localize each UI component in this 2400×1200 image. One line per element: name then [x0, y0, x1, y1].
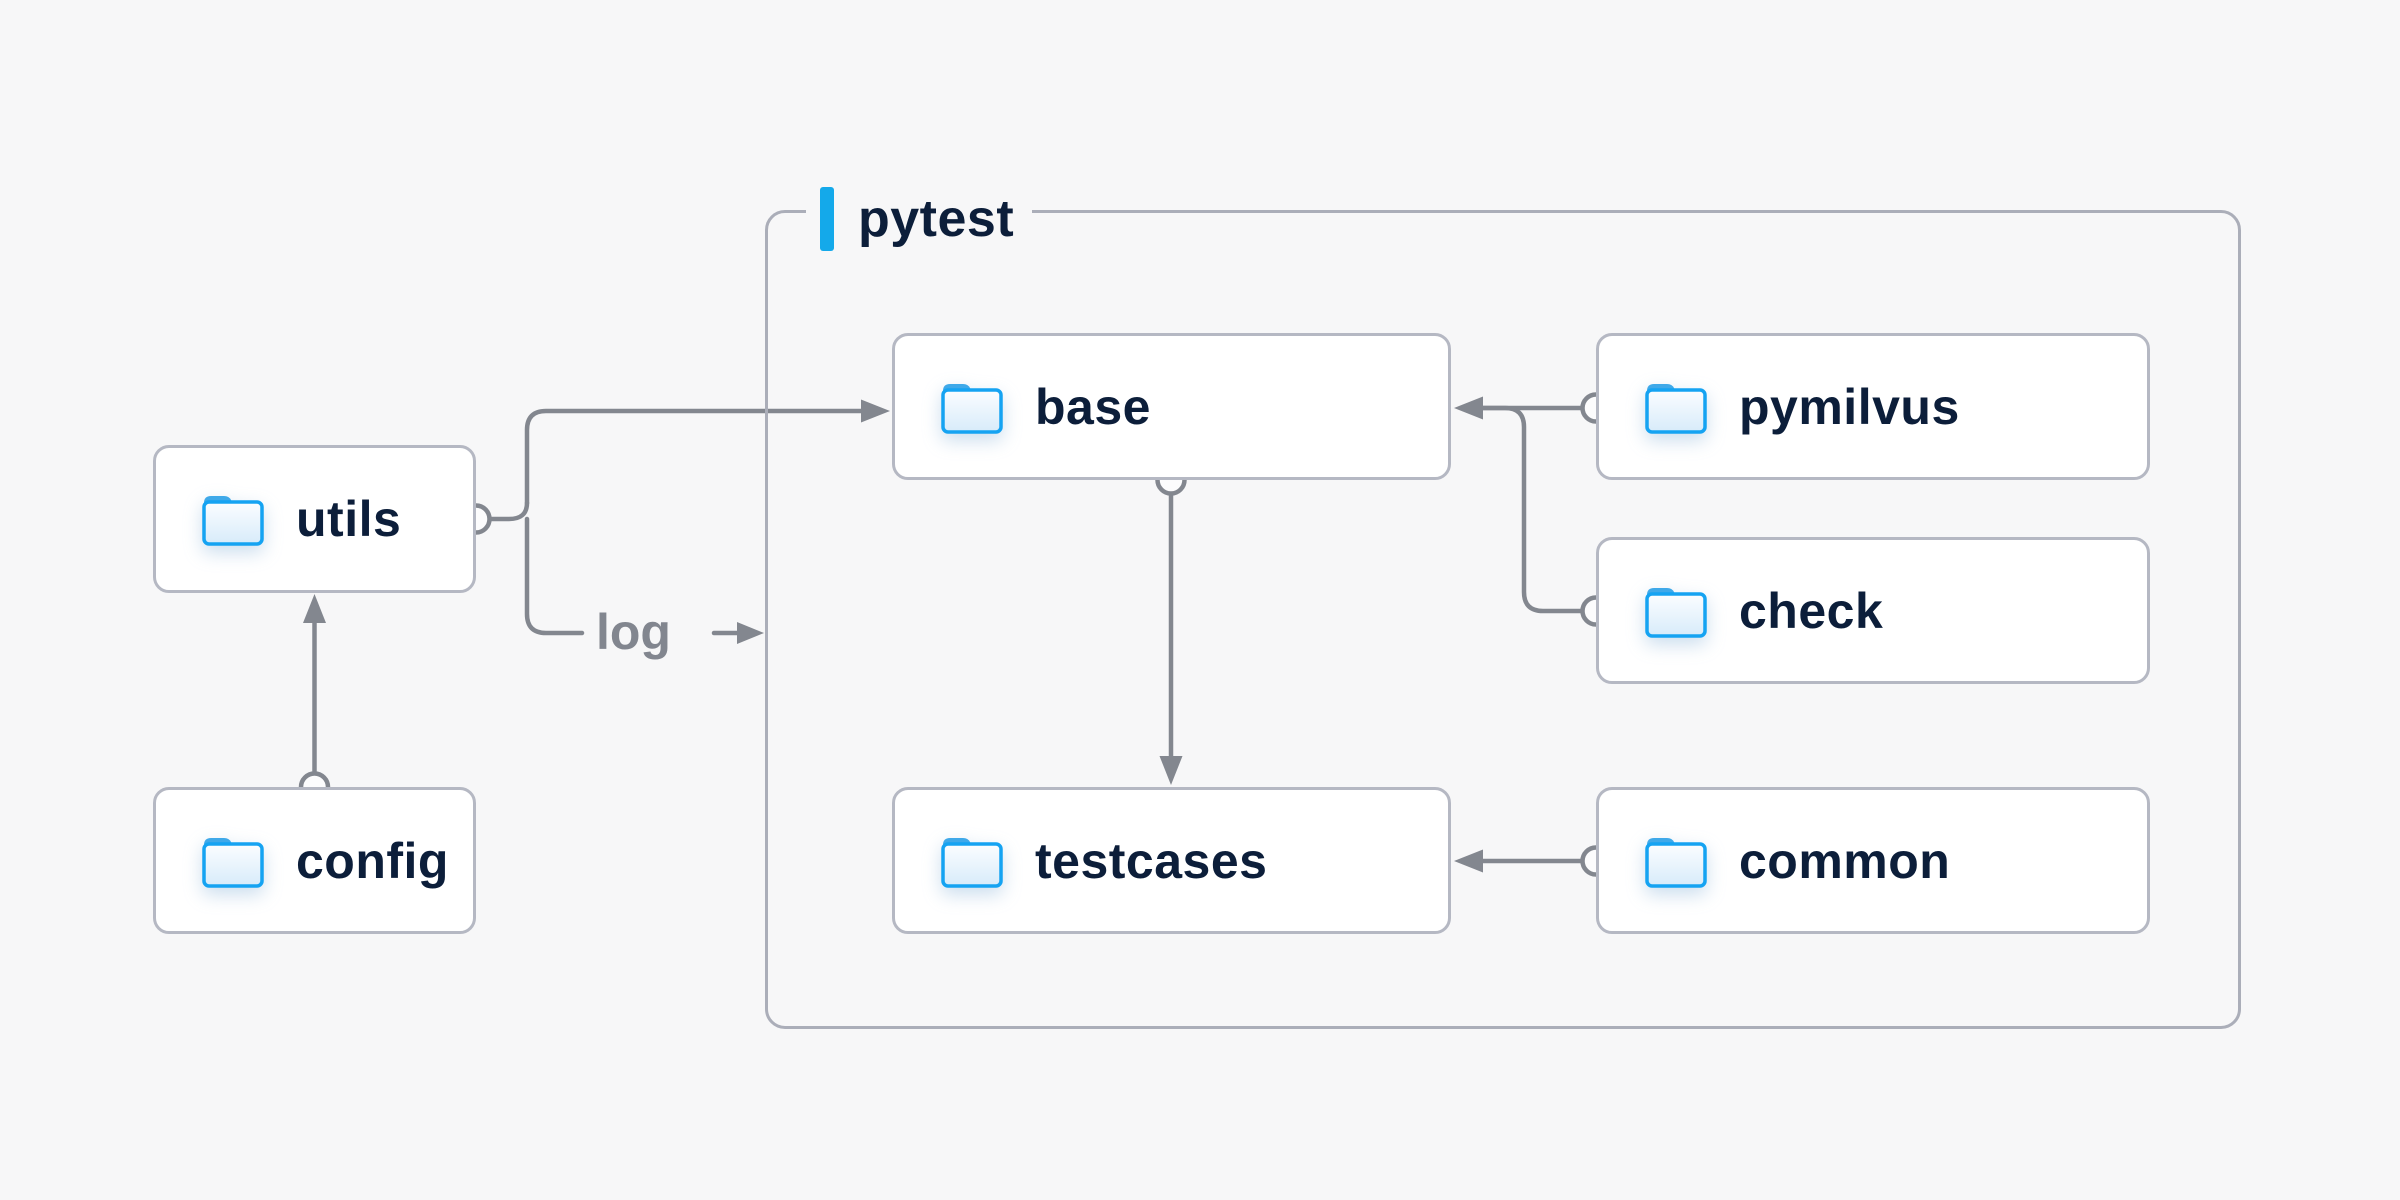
arrowhead-into-base-right [1454, 396, 1483, 420]
edge-label-log: log [596, 604, 671, 660]
node-label: base [1035, 378, 1151, 435]
node-label: testcases [1035, 832, 1268, 889]
node-utils: utils [153, 445, 476, 593]
folder-icon [202, 496, 264, 546]
arrowhead-into-base-left [861, 399, 890, 423]
group-title: pytest [858, 190, 1015, 248]
node-testcases: testcases [892, 787, 1451, 934]
node-label: check [1739, 582, 1884, 639]
edge-utils-stem [487, 500, 530, 522]
node-label: common [1739, 832, 1951, 889]
folder-icon [941, 837, 1003, 888]
node-common: common [1596, 787, 2150, 934]
node-pymilvus: pymilvus [1596, 333, 2150, 480]
group-pytest [765, 210, 2241, 1029]
edge-utils-base [524, 408, 867, 506]
arrowhead-into-testcases-right [1454, 849, 1483, 873]
edge-utils-log [524, 516, 585, 636]
folder-icon [1645, 587, 1707, 638]
folder-icon [202, 837, 264, 888]
edge-check-base [1479, 405, 1585, 614]
arrowhead-into-testcases-top [1159, 756, 1183, 785]
node-config: config [153, 787, 476, 934]
folder-icon [1645, 383, 1707, 434]
node-check: check [1596, 537, 2150, 684]
accent-bar-icon [820, 187, 834, 251]
arrowhead-log [737, 622, 764, 644]
node-label: pymilvus [1739, 378, 1960, 435]
node-label: utils [296, 491, 402, 547]
arrowhead-into-utils [303, 594, 326, 623]
folder-icon [941, 383, 1003, 434]
node-base: base [892, 333, 1451, 480]
folder-icon [1645, 837, 1707, 888]
node-label: config [296, 832, 449, 889]
group-pytest-label: pytest [806, 176, 1033, 262]
